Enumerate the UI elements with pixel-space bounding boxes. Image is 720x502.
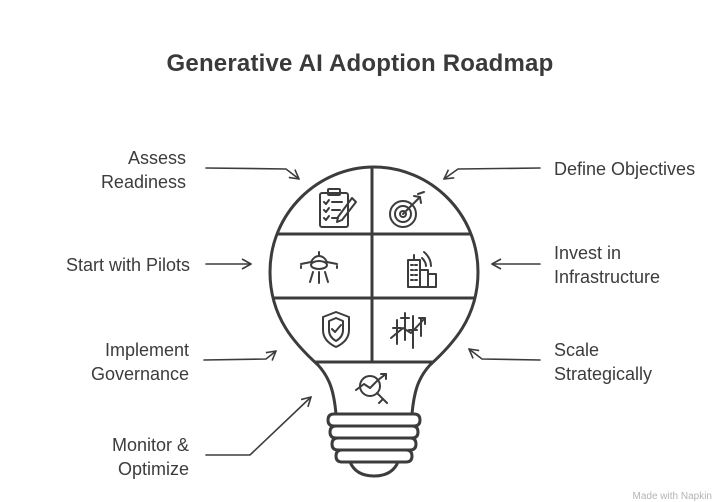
bulb-base [326,412,422,478]
step-infrastructure-line-1: Invest in [554,243,622,263]
arrow-governance [203,350,277,361]
arrow-scale [468,348,541,361]
step-invest-infrastructure: Invest in Infrastructure [554,241,660,289]
step-infrastructure-line-2: Infrastructure [554,267,661,287]
step-define-objectives: Define Objectives [554,157,695,181]
step-monitor-line-1: Monitor & [111,435,189,455]
step-monitor-optimize: Monitor & Optimize [112,433,189,481]
buildings-signal-icon [407,251,437,288]
step-define-line-1: Define Objectives [554,159,696,179]
growth-chart-icon [390,312,426,349]
step-start-with-pilots: Start with Pilots [66,253,190,277]
lightbulb [268,165,480,478]
step-governance-line-1: Implement [104,340,189,360]
step-monitor-line-2: Optimize [117,459,189,479]
step-assess-readiness: Assess Readiness [101,146,186,194]
clipboard-pencil-icon [319,188,357,228]
page-title: Generative AI Adoption Roadmap [166,50,554,77]
step-scale-line-2: Strategically [554,364,653,384]
magnifier-chart-icon [355,373,388,404]
target-arrow-icon [389,191,425,228]
arrow-monitor [205,396,312,456]
step-governance-line-2: Governance [90,364,189,384]
step-implement-governance: Implement Governance [91,338,189,386]
arrow-define [443,167,541,180]
step-scale-strategically: Scale Strategically [554,338,652,386]
step-assess-line-2: Readiness [100,172,186,192]
step-pilots-line-1: Start with Pilots [65,255,190,275]
connector-arrows [203,167,541,456]
step-scale-line-1: Scale [554,340,600,360]
arrow-assess [205,167,300,180]
made-with-footer: Made with Napkin [632,491,712,502]
airplane-icon [300,251,338,284]
shield-check-icon [322,311,350,348]
step-assess-line-1: Assess [127,148,186,168]
